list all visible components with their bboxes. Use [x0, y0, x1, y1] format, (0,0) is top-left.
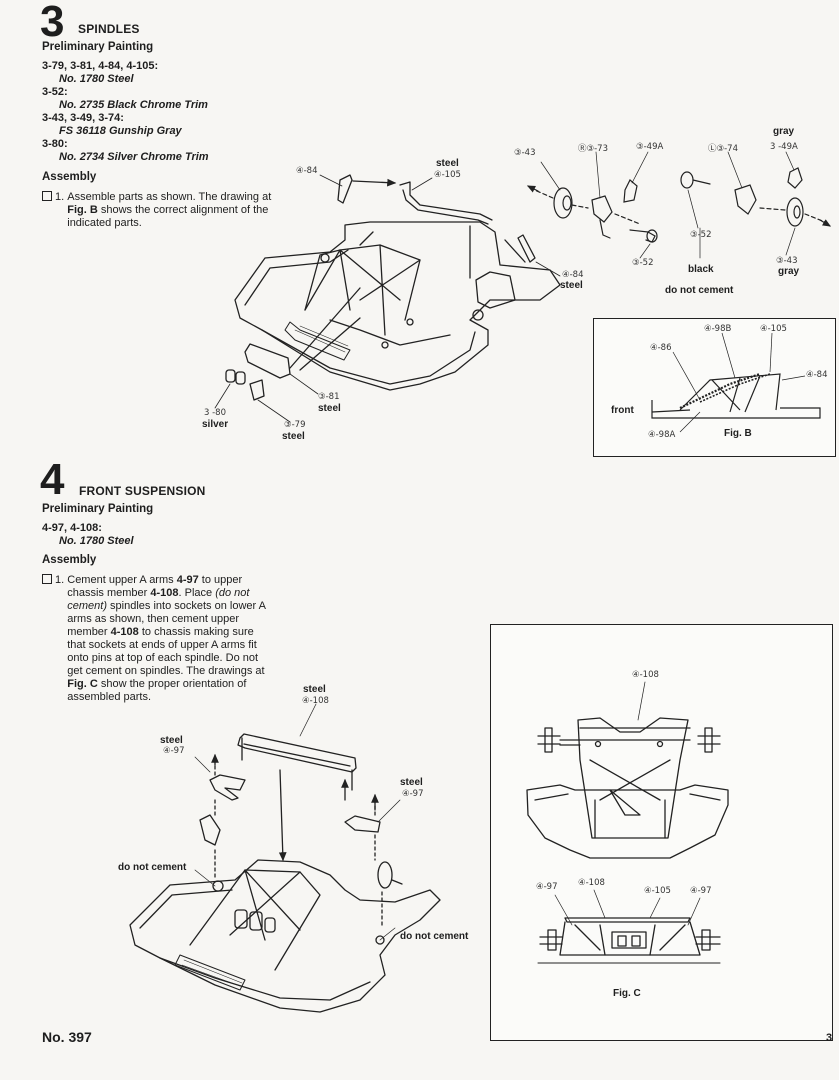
paint-parts: 3-80:	[42, 138, 68, 150]
figc-label-4-105: ④-105	[644, 886, 671, 896]
figb-label-4-98b: ④-98B	[704, 324, 732, 334]
figb-label-4-105: ④-105	[760, 324, 787, 334]
label-4-97: ④-97	[163, 746, 185, 756]
kit-number: No. 397	[42, 1029, 92, 1045]
figb-label-4-98a: ④-98A	[648, 430, 676, 440]
instruction-text: show the proper orientation of assembled…	[67, 678, 247, 703]
page-number: 3	[826, 1032, 833, 1044]
paint-color: FS 36118 Gunship Gray	[59, 125, 182, 137]
paint-color: No. 2734 Silver Chrome Trim	[59, 151, 209, 163]
paint-parts: 4-97, 4-108:	[42, 522, 102, 534]
label-r-3-73: Ⓡ③-73	[578, 144, 609, 154]
instruction-text: spindles into sockets on lower A arms as…	[67, 600, 266, 638]
figc-label-4-97: ④-97	[690, 886, 712, 896]
paint-parts: 3-52:	[42, 86, 68, 98]
paint-color: No. 1780 Steel	[59, 73, 134, 85]
label-4-108: ④-108	[302, 696, 329, 706]
figc-label-4-108: ④-108	[632, 670, 659, 680]
label-3-80: 3 -80	[204, 408, 226, 418]
instruction-text: Assemble parts as shown. The drawing at	[67, 191, 272, 203]
instruction-number: 1.	[55, 574, 65, 586]
label-steel: steel	[560, 280, 583, 291]
step4-paint-list: 4-97, 4-108: No. 1780 Steel	[42, 522, 134, 548]
fig-ref: Fig. C	[67, 678, 98, 690]
fig-c-box	[490, 624, 833, 1041]
figb-caption: Fig. B	[724, 428, 752, 439]
label-3-43: ③-43	[776, 256, 798, 266]
fig-ref: Fig. B	[67, 204, 98, 216]
label-4-97: ④-97	[402, 789, 424, 799]
instruction-text: . Place	[178, 587, 216, 599]
label-3-43: ③-43	[514, 148, 536, 158]
label-gray: gray	[773, 126, 795, 137]
figc-label-4-108: ④-108	[578, 878, 605, 888]
part-ref: 4-97	[176, 574, 199, 586]
label-do-not-cement: do not cement	[665, 285, 734, 296]
instruction-text: shows the correct alignment of the indic…	[67, 204, 269, 229]
label-4-105: ④-105	[434, 170, 461, 180]
label-4-84: ④-84	[562, 270, 584, 280]
label-steel: steel	[160, 735, 183, 746]
label-3-81: ③-81	[318, 392, 340, 402]
figc-caption: Fig. C	[613, 988, 641, 999]
paint-color: No. 1780 Steel	[59, 535, 134, 547]
label-steel: steel	[436, 158, 459, 169]
paint-parts: 3-43, 3-49, 3-74:	[42, 112, 124, 124]
label-3-52: ③-52	[632, 258, 654, 268]
step3-prelim-heading: Preliminary Painting	[42, 41, 154, 53]
label-steel: steel	[282, 431, 305, 442]
checkbox[interactable]	[42, 191, 52, 201]
label-do-not-cement: do not cement	[400, 931, 469, 942]
step4-assembly-heading: Assembly	[42, 554, 97, 566]
paint-parts: 3-79, 3-81, 4-84, 4-105:	[42, 60, 159, 72]
label-l-3-74: Ⓛ③-74	[708, 144, 739, 154]
label-3-49a: 3 -49A	[770, 142, 798, 152]
label-3-49a: ③-49A	[636, 142, 664, 152]
label-black: black	[688, 264, 714, 275]
figb-label-4-86: ④-86	[650, 343, 672, 353]
figb-label-4-84: ④-84	[806, 370, 828, 380]
step3-number: 3	[40, 0, 65, 46]
instruction-italic: (do not cement)	[67, 587, 250, 612]
label-steel: steel	[318, 403, 341, 414]
step3-title: SPINDLES	[78, 22, 140, 36]
label-do-not-cement: do not cement	[118, 862, 187, 873]
label-3-52: ③-52	[690, 230, 712, 240]
step3-paint-list: 3-79, 3-81, 4-84, 4-105: No. 1780 Steel …	[42, 60, 302, 164]
label-silver: silver	[202, 419, 229, 430]
figb-label-front: front	[611, 405, 634, 416]
label-steel: steel	[303, 684, 326, 695]
step4-title: FRONT SUSPENSION	[79, 484, 206, 498]
instruction-text: Cement upper A arms	[67, 574, 177, 586]
step3-instruction: 1. Assemble parts as shown. The drawing …	[42, 191, 292, 230]
paint-color: No. 2735 Black Chrome Trim	[59, 99, 208, 111]
label-3-79: ③-79	[284, 420, 306, 430]
label-steel: steel	[400, 777, 423, 788]
instruction-number: 1.	[55, 191, 65, 203]
figc-label-4-97: ④-97	[536, 882, 558, 892]
step3-assembly-heading: Assembly	[42, 171, 97, 183]
fig-b-box	[593, 318, 836, 457]
step4-instruction: 1. Cement upper A arms 4-97 to upper cha…	[42, 574, 272, 704]
instruction-text: to upper chassis member	[67, 574, 243, 599]
checkbox[interactable]	[42, 574, 52, 584]
label-gray: gray	[778, 266, 800, 277]
step4-prelim-heading: Preliminary Painting	[42, 503, 154, 515]
label-4-84: ④-84	[296, 166, 318, 176]
part-ref: 4-108	[110, 626, 139, 638]
instruction-text: to chassis making sure that sockets at e…	[67, 626, 265, 677]
part-ref: 4-108	[150, 587, 179, 599]
step4-number: 4	[40, 455, 65, 504]
